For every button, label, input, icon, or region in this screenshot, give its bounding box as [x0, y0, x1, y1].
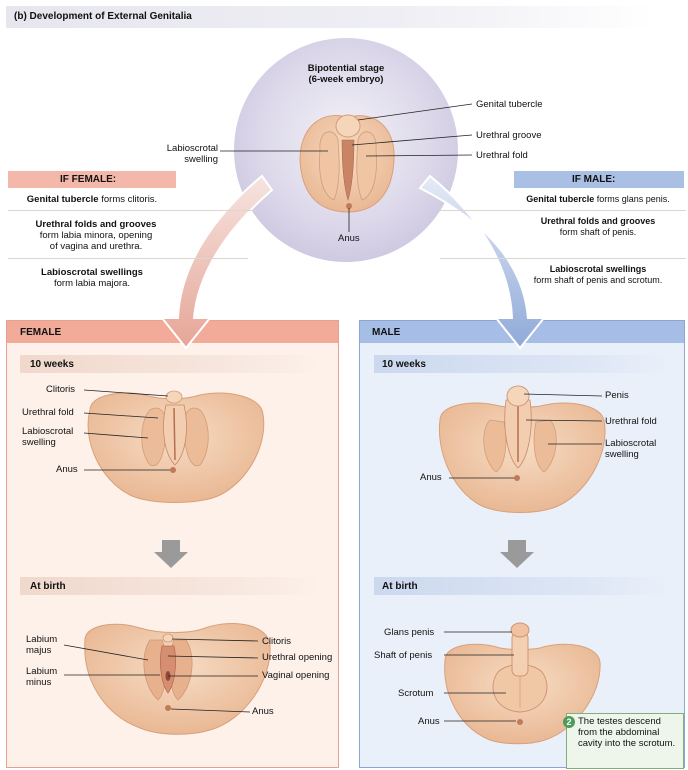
if-female-item-2-line1: Urethral folds and grooves — [35, 219, 157, 230]
bipotential-anus-label: Anus — [338, 233, 360, 244]
if-male-item-3-line1: Labioscrotal swellings — [549, 264, 647, 274]
if-male-item-1: Genital tubercle forms glans penis. — [526, 194, 670, 204]
bipotential-urethral-fold-label: Urethral fold — [476, 150, 528, 161]
male-stage1-title: 10 weeks — [382, 359, 426, 370]
female-birth-leaders — [63, 638, 259, 713]
male-10w-urethral-fold-label: Urethral fold — [605, 416, 657, 427]
if-male-item-2-line1: Urethral folds and grooves — [540, 216, 656, 226]
male-stage1-bar — [374, 355, 670, 373]
if-female-divider-1 — [8, 210, 256, 211]
female-10w-labioscrotal-label-line2: swelling — [22, 437, 56, 448]
female-panel-title: FEMALE — [20, 327, 62, 338]
note-number-badge: 2 — [563, 716, 575, 728]
female-10w-anus-label: Anus — [56, 464, 78, 475]
female-10w-labioscrotal-label-line1: Labioscrotal — [22, 426, 74, 437]
title-bar — [6, 6, 656, 28]
bipotential-labioscrotal-label-line2: swelling — [184, 154, 218, 165]
male-10-weeks-illustration — [438, 385, 606, 513]
female-birth-labium-minus-line2: minus — [26, 677, 52, 688]
if-female-item-1: Genital tubercle forms clitoris. — [26, 194, 158, 205]
if-male-header-bar — [514, 171, 684, 188]
bipotential-genitalia — [299, 114, 395, 213]
female-10-weeks-illustration — [87, 390, 265, 503]
male-down-arrow — [500, 540, 534, 568]
if-male-divider-2 — [440, 258, 686, 259]
bipotential-urethral-groove-label: Urethral groove — [476, 130, 542, 141]
female-birth-anus-label: Anus — [252, 706, 274, 717]
figure-title: (b) Development of External Genitalia — [14, 11, 192, 22]
female-stage1-title: 10 weeks — [30, 359, 74, 370]
male-birth-illustration — [444, 622, 601, 745]
male-10w-leaders — [449, 393, 603, 479]
male-stage2-title: At birth — [382, 581, 418, 592]
testes-note-text: The testes descend from the abdominal ca… — [578, 716, 676, 749]
female-stage1-bar — [20, 355, 320, 373]
if-male-header: IF MALE: — [572, 174, 616, 185]
male-panel-title: MALE — [372, 327, 401, 338]
if-female-divider-2 — [8, 258, 248, 259]
if-female-item-3-line1: Labioscrotal swellings — [41, 267, 143, 278]
if-male-item-2-line2: form shaft of penis. — [559, 227, 637, 237]
bipotential-title-line1: Bipotential stage — [307, 63, 385, 74]
if-male-item-3-line2: form shaft of penis and scrotum. — [533, 275, 663, 285]
female-arrow — [159, 174, 274, 350]
male-10w-penis-label: Penis — [605, 390, 629, 401]
male-10w-labioscrotal-label-line1: Labioscrotal — [605, 438, 657, 449]
female-stage2-bar — [20, 577, 320, 595]
bipotential-title-line2: (6-week embryo) — [308, 74, 384, 85]
male-birth-anus-label: Anus — [418, 716, 440, 727]
male-birth-scrotum-label: Scrotum — [398, 688, 434, 699]
female-down-arrow — [154, 540, 188, 568]
female-birth-clitoris-label: Clitoris — [262, 636, 292, 647]
male-10w-labioscrotal-label-line2: swelling — [605, 449, 639, 460]
female-birth-illustration — [84, 622, 271, 735]
testes-note-box — [566, 713, 684, 769]
female-birth-labium-majus-line1: Labium — [26, 634, 58, 645]
male-birth-shaft-of-penis-label: Shaft of penis — [374, 650, 433, 661]
female-10w-leaders — [83, 389, 170, 471]
if-female-header: IF FEMALE: — [60, 174, 117, 185]
female-10w-urethral-fold-label: Urethral fold — [22, 407, 74, 418]
bipotential-labioscrotal-label-line1: Labioscrotal — [166, 143, 218, 154]
if-female-header-bar — [8, 171, 176, 188]
if-female-item-2-line3: of vagina and urethra. — [49, 241, 143, 252]
if-female-item-2-line2: form labia minora, opening — [39, 230, 153, 241]
if-female-item-3-line2: form labia majora. — [53, 278, 131, 289]
male-birth-leaders — [444, 631, 516, 722]
bipotential-leaders — [220, 103, 473, 232]
female-birth-labium-majus-line2: majus — [26, 645, 52, 656]
male-10w-anus-label: Anus — [420, 472, 442, 483]
female-birth-vaginal-opening-label: Vaginal opening — [262, 670, 330, 681]
male-stage2-bar — [374, 577, 670, 595]
female-birth-labium-minus-line1: Labium — [26, 666, 58, 677]
female-10w-clitoris-label: Clitoris — [46, 384, 76, 395]
female-birth-urethral-opening-label: Urethral opening — [262, 652, 333, 663]
bipotential-genital-tubercle-label: Genital tubercle — [476, 99, 543, 110]
male-arrow — [418, 174, 547, 350]
male-birth-glans-penis-label: Glans penis — [384, 627, 435, 638]
female-stage2-title: At birth — [30, 581, 66, 592]
if-male-divider-1 — [440, 210, 686, 211]
